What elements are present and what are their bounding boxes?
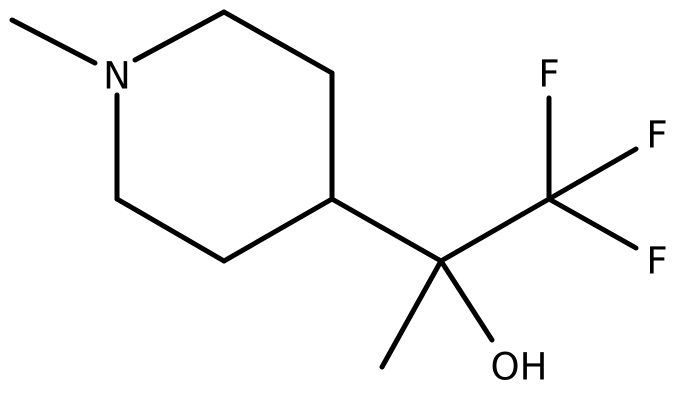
fluorine-bottom-label: F bbox=[646, 240, 667, 283]
n-methyl-bond bbox=[9, 17, 98, 66]
ring-bond-n-c2 bbox=[132, 9, 227, 63]
hydroxyl-label: OH bbox=[491, 346, 548, 389]
carbinol-to-cf3-bond bbox=[438, 196, 552, 264]
ring-bond-c2-c3 bbox=[221, 9, 335, 76]
c-oh-bond bbox=[438, 258, 495, 343]
cf-bond-middle bbox=[546, 146, 639, 202]
ring-bond-c4-c5 bbox=[221, 196, 335, 264]
fluorine-middle-label: F bbox=[646, 114, 667, 157]
ring-bond-c5-c6 bbox=[114, 196, 227, 264]
c-methyl-bond bbox=[379, 258, 444, 370]
fluorine-top-label: F bbox=[538, 53, 559, 96]
cf-bond-bottom bbox=[546, 196, 639, 251]
ring-to-carbinol-bond bbox=[329, 196, 444, 264]
nitrogen-atom-label: N bbox=[103, 55, 131, 98]
